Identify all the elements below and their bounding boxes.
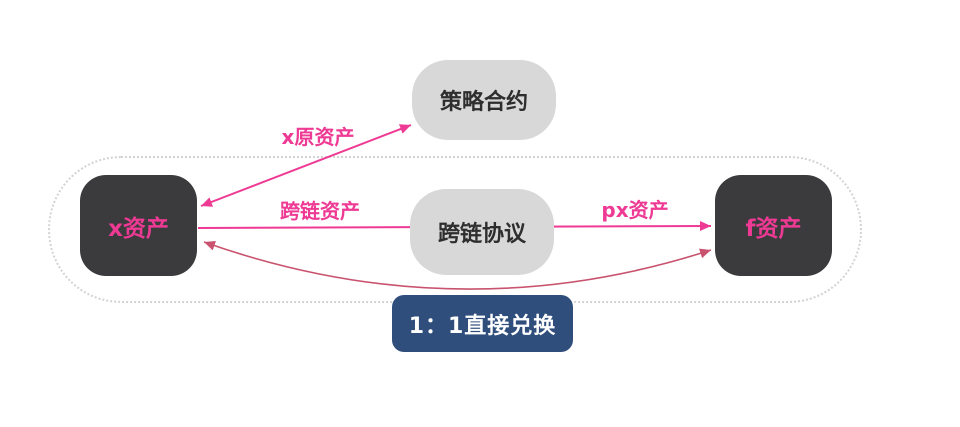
badge-direct-swap: 1：1直接兑换 (392, 295, 573, 352)
node-asset-x-label: x资产 (108, 215, 169, 242)
badge-direct-swap-label: 1：1直接兑换 (408, 313, 557, 339)
node-strategy-contract: 策略合约 (412, 60, 556, 140)
node-cross-chain-protocol-label: 跨链协议 (437, 222, 526, 247)
edge-label-px-asset: px资产 (601, 198, 669, 222)
node-asset-f-label: f资产 (745, 215, 802, 242)
node-cross-chain-protocol: 跨链协议 (410, 189, 554, 275)
arrow-x-original-asset (200, 124, 412, 207)
edge-label-cross-chain-asset: 跨链资产 (280, 199, 360, 223)
edge-label-x-original-asset: x原资产 (281, 125, 355, 149)
node-asset-f: f资产 (715, 175, 832, 276)
arrow-direct-swap-curve (203, 240, 712, 290)
node-strategy-contract-label: 策略合约 (439, 90, 528, 115)
node-asset-x: x资产 (80, 175, 197, 276)
